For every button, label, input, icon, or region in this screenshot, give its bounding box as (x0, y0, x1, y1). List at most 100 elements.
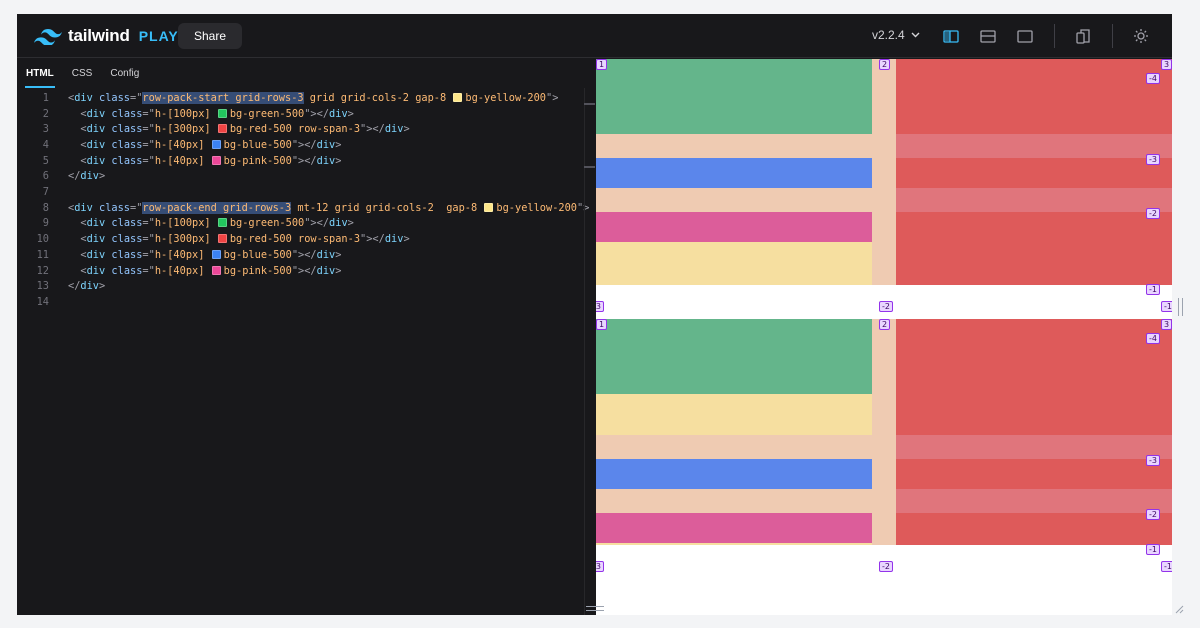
code-token: > (347, 217, 354, 230)
code-token: bg-blue-500 (223, 138, 292, 151)
grid-line-label: -2 (879, 301, 893, 312)
code-text: <div class="h-[40px] bg-pink-500"></div> (68, 265, 341, 277)
logo[interactable]: tailwind PLAY (34, 25, 179, 47)
grid-line-label: 3 (1161, 59, 1172, 70)
row-gap-overlay (896, 188, 1172, 212)
code-line: 11 <div class="h-[40px] bg-blue-500"></d… (17, 247, 585, 263)
column-gap (872, 59, 896, 285)
code-token: < (68, 154, 87, 167)
code-token: </ (68, 280, 81, 293)
tab-config[interactable]: Config (110, 68, 140, 79)
code-line: 8<div class="row-pack-end grid-rows-3 mt… (17, 200, 589, 216)
logo-text: tailwind (68, 26, 130, 45)
green-cell (596, 59, 872, 134)
code-line: 6</div> (17, 169, 585, 185)
code-token: > (335, 154, 342, 167)
editor-tabs: HTML CSS Config (17, 59, 585, 88)
code-text: </div> (68, 280, 105, 292)
header-divider (1112, 24, 1113, 48)
red-cell (896, 59, 1172, 285)
code-text: <div class="h-[100px] bg-green-500"></di… (68, 107, 353, 120)
grid-line-label: -3 (1146, 154, 1160, 165)
code-token: h-[40px] (154, 248, 211, 261)
code-token: class (105, 154, 143, 167)
code-token: > (335, 138, 342, 151)
code-token: class (105, 123, 143, 136)
theme-sun-icon[interactable] (1131, 26, 1151, 46)
code-token: div (329, 217, 348, 230)
grid-line-label: 1 (596, 319, 608, 330)
version-select[interactable]: v2.2.4 (872, 28, 920, 42)
code-token: =" (130, 201, 143, 214)
grid-line-label: 3 (1161, 319, 1172, 330)
layout-split-icon[interactable] (941, 26, 961, 46)
share-button[interactable]: Share (178, 23, 242, 49)
responsive-icon[interactable] (1073, 26, 1093, 46)
code-token: h-[300px] (154, 233, 217, 246)
code-token: "></ (291, 248, 317, 261)
code-token: =" (130, 91, 143, 104)
code-token: div (74, 91, 93, 104)
code-token: > (335, 248, 342, 261)
grid-line-label: -3 (1146, 455, 1160, 466)
code-editor[interactable]: 1<div class="row-pack-start grid-rows-3 … (17, 88, 589, 615)
code-text: <div class="h-[300px] bg-red-500 row-spa… (68, 233, 409, 246)
line-number: 10 (36, 233, 49, 246)
code-token: < (68, 264, 87, 277)
color-swatch (453, 92, 463, 102)
code-token: =" (142, 107, 155, 120)
highlighted-token: row-pack-end grid-rows-3 (142, 201, 292, 214)
code-token: div (86, 154, 106, 167)
preview-pane[interactable]: 1231234-4-3-2-1-3-2-11231234-4-3-2-1-3-2… (596, 59, 1172, 615)
line-number: 13 (36, 280, 49, 293)
code-token: bg-pink-500 (223, 154, 292, 167)
layout-preview-icon[interactable] (1015, 26, 1035, 46)
green-cell (596, 319, 872, 394)
line-number: 4 (42, 138, 49, 151)
resize-corner-icon[interactable] (1174, 604, 1184, 614)
code-token: bg-red-500 row-span-3 (229, 123, 361, 136)
line-number: 8 (42, 201, 49, 214)
row-gap-overlay (896, 489, 1172, 513)
vertical-resize-handle[interactable] (586, 606, 604, 611)
code-token: grid grid-cols-2 gap-8 (303, 91, 453, 104)
code-text: <div class="h-[40px] bg-blue-500"></div> (68, 249, 341, 261)
code-token: class (92, 91, 131, 104)
app-window: tailwind PLAY Share v2.2.4 HTML CSS Config… (17, 14, 1172, 615)
code-token: div (384, 233, 404, 246)
code-token: class (105, 107, 143, 120)
header-divider (1054, 24, 1055, 48)
logo-play-label: PLAY (138, 28, 179, 44)
code-token: =" (142, 248, 155, 261)
code-token: =" (142, 123, 155, 136)
code-token: "></ (304, 107, 330, 120)
code-text: <div class="h-[100px] bg-green-500"></di… (68, 217, 354, 230)
code-token: > (99, 170, 106, 183)
code-token: h-[100px] (154, 217, 217, 230)
tailwind-logo-icon (34, 28, 62, 45)
code-token: < (68, 91, 75, 104)
code-token: div (316, 248, 336, 261)
code-token: div (86, 217, 106, 230)
grid-line-label: 2 (879, 319, 891, 330)
line-number: 14 (36, 295, 49, 308)
horizontal-resize-handle[interactable] (1178, 298, 1183, 316)
code-token: h-[40px] (154, 138, 211, 151)
code-token: div (86, 233, 106, 246)
color-swatch (217, 218, 227, 228)
scroll-marker (584, 103, 595, 105)
red-cell (896, 319, 1172, 545)
code-token: "></ (291, 264, 317, 277)
code-token: =" (142, 217, 155, 230)
line-number: 9 (42, 217, 49, 230)
code-token: div (80, 170, 100, 183)
tab-css[interactable]: CSS (71, 68, 93, 79)
code-token: < (68, 107, 87, 120)
layout-stacked-icon[interactable] (978, 26, 998, 46)
code-token: </ (68, 170, 81, 183)
code-token: < (68, 138, 87, 151)
tab-html[interactable]: HTML (17, 59, 63, 88)
grid-line-label: -2 (879, 561, 893, 572)
code-text: <div class="row-pack-start grid-rows-3 g… (68, 91, 558, 104)
code-token: < (68, 123, 87, 136)
